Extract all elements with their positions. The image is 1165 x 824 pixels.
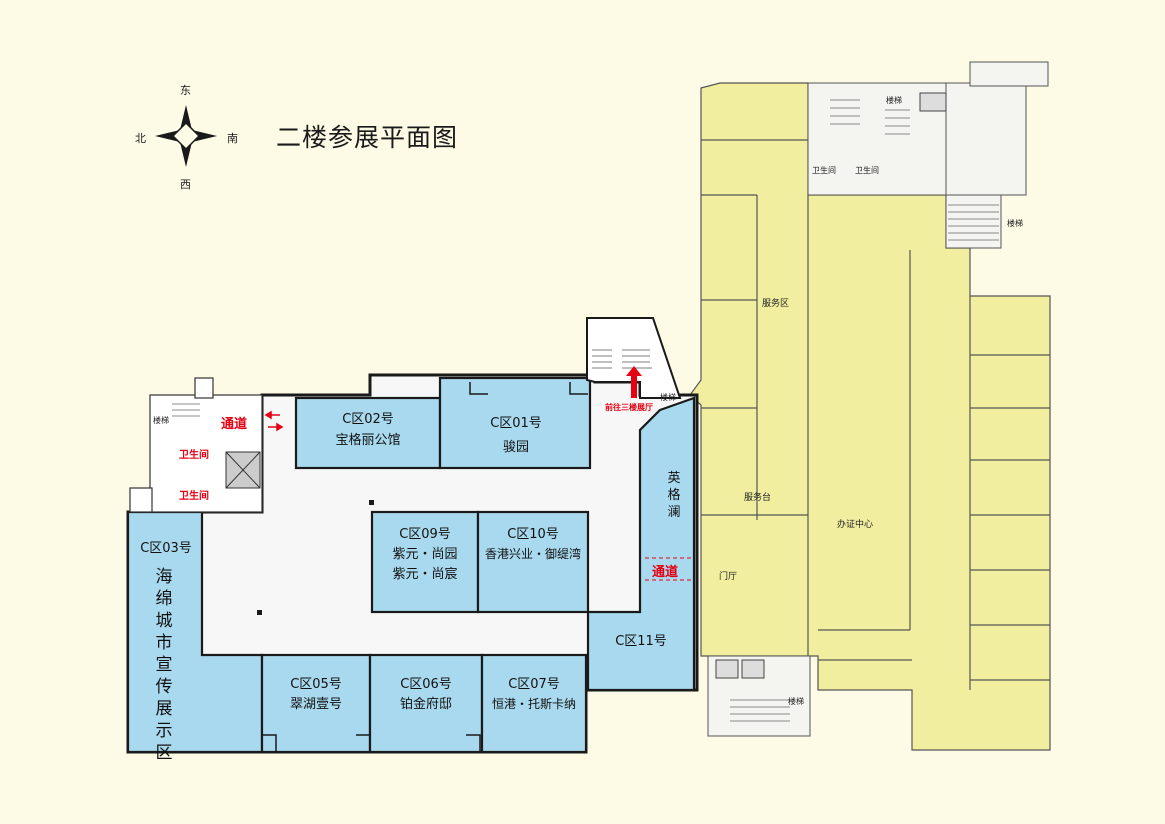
up-arrow-icon <box>626 366 642 398</box>
zone-c02 <box>294 396 442 470</box>
stairs-label-right: 楼梯 <box>1007 219 1023 228</box>
zone-c05-name: 翠湖壹号 <box>289 697 342 712</box>
zone-c06-code: C区06号 <box>400 677 452 692</box>
service-area-label: 服务区 <box>762 299 790 309</box>
zone-c03-code: C区03号 <box>140 541 192 556</box>
zone-c11-code: C区11号 <box>615 634 667 649</box>
passage-label-left: 通道 <box>221 417 248 432</box>
zone-c07 <box>480 653 588 754</box>
certificate-center-label: 办证中心 <box>837 520 874 530</box>
zone-c10 <box>476 510 590 614</box>
zone-c09-line1: 紫元・尚园 <box>392 547 458 562</box>
zone-c09-code: C区09号 <box>399 527 451 542</box>
zone-c02-name: 宝格丽公馆 <box>335 433 401 448</box>
zone-c05-code: C区05号 <box>290 677 342 692</box>
stairs-label-bottom: 楼梯 <box>788 697 804 706</box>
zone-c01-name: 骏园 <box>502 440 529 455</box>
to-third-floor-label: 前往三楼展厅 <box>605 403 653 412</box>
compass-icon <box>155 105 217 167</box>
restroom-label-2: 卫生间 <box>179 491 209 502</box>
lobby-label: 门厅 <box>719 572 738 582</box>
zone-c06 <box>368 653 484 754</box>
zone-c09-line2: 紫元・尚宸 <box>392 567 458 582</box>
compass-north: 北 <box>135 132 146 145</box>
zone-c09 <box>370 510 480 614</box>
zone-c10-code: C区10号 <box>507 527 559 542</box>
restroom-label-1: 卫生间 <box>179 450 209 461</box>
zone-c01 <box>438 376 592 470</box>
zone-c01-code: C区01号 <box>490 416 542 431</box>
stairs-label-third: 楼梯 <box>660 393 676 402</box>
page-title: 二楼参展平面图 <box>276 123 459 152</box>
zone-c10-name: 香港兴业・御缇湾 <box>484 547 581 561</box>
zone-c02-code: C区02号 <box>342 412 394 427</box>
compass-west: 西 <box>180 178 191 191</box>
zone-yinggelan-name: 英格澜 <box>667 471 681 520</box>
stairs-label-left: 楼梯 <box>153 416 169 425</box>
zone-c03-name: 海绵城市宣传展示区 <box>155 567 173 763</box>
zone-c07-name: 恒港・托斯卡纳 <box>491 697 576 711</box>
zone-c11-yinggelan <box>586 396 696 692</box>
service-desk-label: 服务台 <box>744 493 772 503</box>
passage-label-right: 通道 <box>652 565 679 580</box>
compass-east: 东 <box>180 84 191 97</box>
restroom-label-office-1: 卫生间 <box>812 166 836 175</box>
stairs-label-top: 楼梯 <box>886 96 902 105</box>
restroom-label-office-2: 卫生间 <box>855 166 879 175</box>
zone-c07-code: C区07号 <box>508 677 560 692</box>
zone-c05 <box>260 653 372 754</box>
compass-south: 南 <box>227 132 238 145</box>
zone-c06-name: 铂金府邸 <box>399 697 452 712</box>
